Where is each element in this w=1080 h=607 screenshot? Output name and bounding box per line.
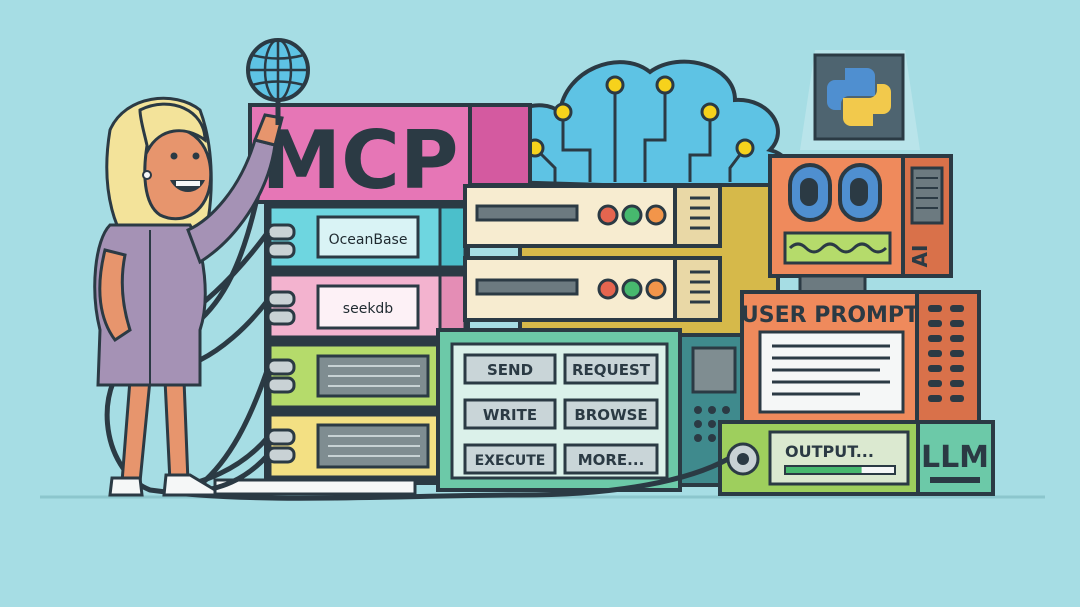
mcp-label: MCP [262,114,459,207]
browse-button[interactable]: BROWSE [563,398,659,430]
send-button-label: SEND [487,361,533,379]
mcp-banner: MCP [248,103,532,207]
user-prompt-text-area[interactable] [758,330,905,414]
output-label: OUTPUT... [785,442,874,461]
middle-server-stack [463,183,780,337]
rack-module-green [268,343,467,409]
more-button[interactable]: MORE... [563,443,659,475]
llm-panel: LLM [916,420,995,496]
rack-module-seekdb: seekdb [268,273,467,339]
left-server-rack: OceanBase seekdb [213,200,470,496]
globe-microphone-icon [246,38,310,125]
presenter-character [93,96,284,497]
execute-button[interactable]: EXECUTE [463,443,557,475]
output-panel: OUTPUT... [718,420,920,496]
server-unit [463,256,722,322]
output-progress-fill [786,467,862,473]
send-button[interactable]: SEND [463,353,557,385]
rack-module-label: seekdb [343,301,394,317]
grille-dots [928,305,964,402]
execute-button-label: EXECUTE [475,453,546,469]
request-button[interactable]: REQUEST [563,353,659,385]
server-unit [463,184,722,248]
more-button-label: MORE... [578,451,645,469]
request-button-label: REQUEST [572,361,651,379]
user-prompt-title: USER PROMPT [741,303,919,328]
rack-module-label: OceanBase [329,232,408,248]
robot-head: AI [768,154,953,296]
browse-button-label: BROWSE [574,406,647,424]
ai-label: AI [908,245,932,268]
user-prompt-panel: USER PROMPT [740,290,981,424]
write-button-label: WRITE [483,406,537,424]
llm-label: LLM [921,440,989,475]
command-console: SEND REQUEST WRITE BROWSE EXECUTE MORE..… [436,328,682,492]
python-logo-icon [800,50,920,150]
write-button[interactable]: WRITE [463,398,557,430]
circuit-cloud-icon [476,59,793,193]
rack-module-oceanbase: OceanBase [268,205,467,269]
rack-module-yellow [268,413,467,479]
